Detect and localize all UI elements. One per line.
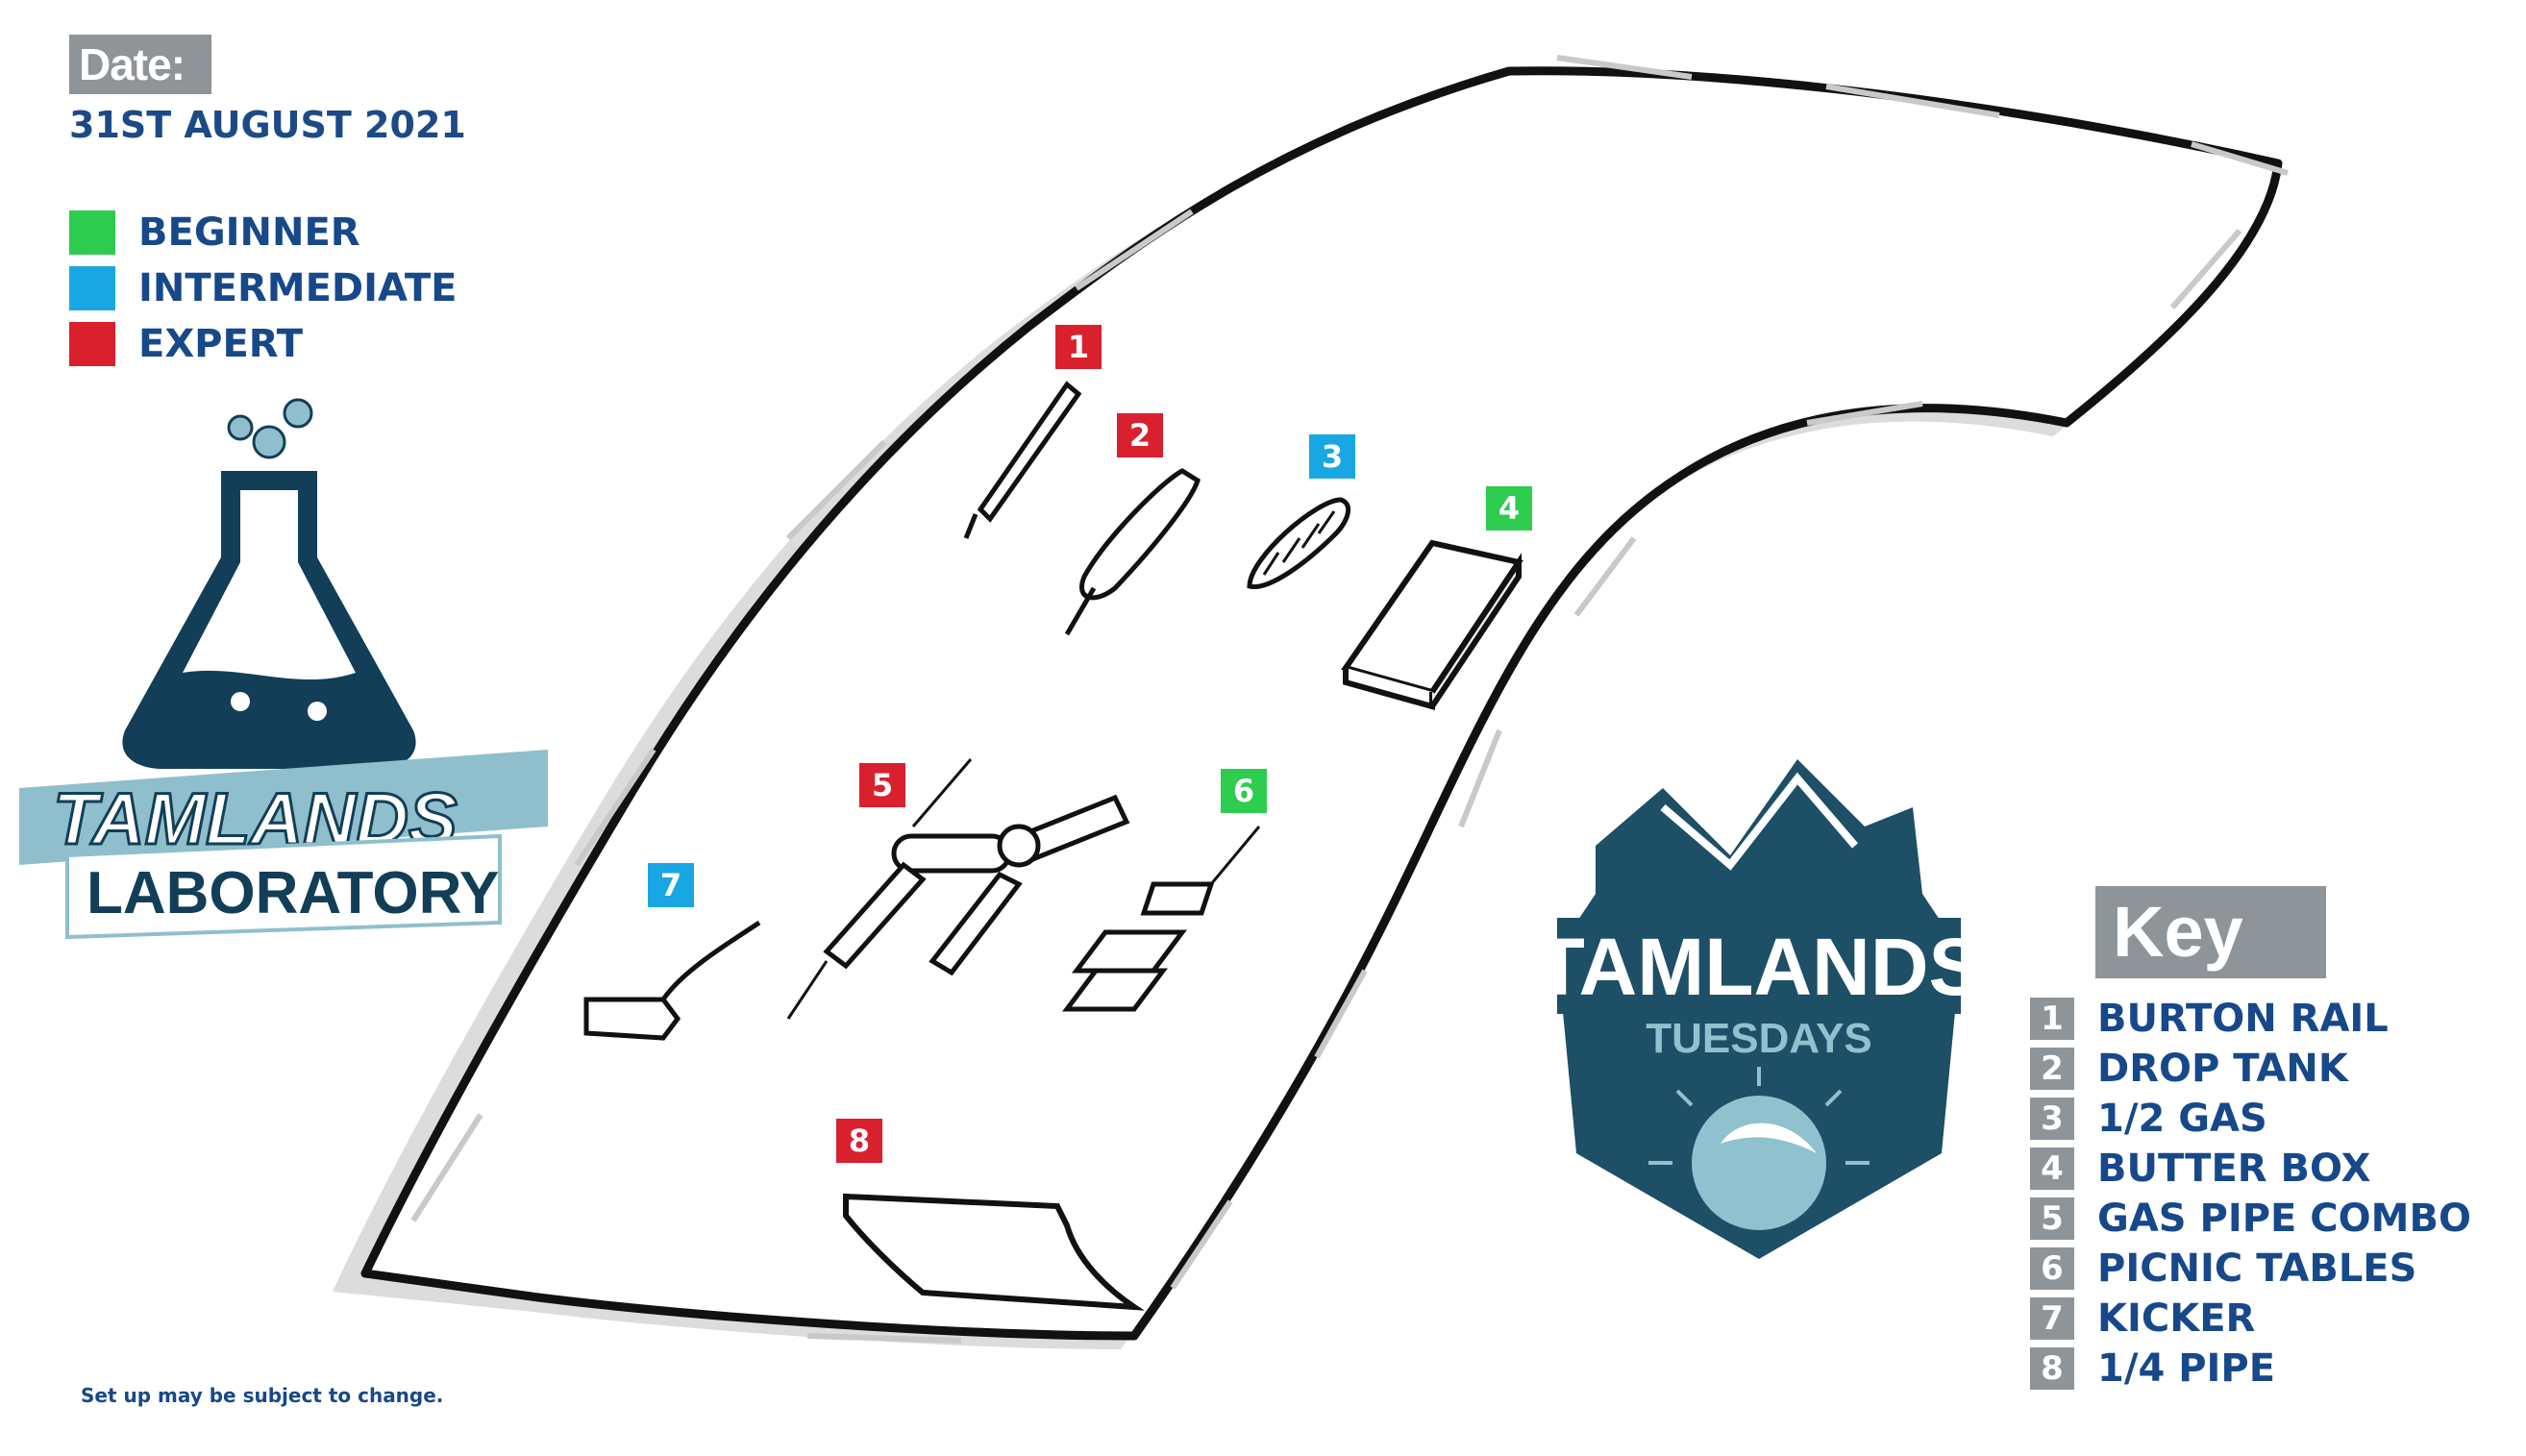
date-label: Date:	[69, 35, 211, 94]
legend-item-expert: EXPERT	[69, 321, 303, 367]
legend-swatch-intermediate	[69, 266, 115, 310]
legend-item-beginner: BEGINNER	[69, 210, 360, 256]
snowball-icon	[1692, 1096, 1826, 1230]
feature-badge-5: 5	[859, 763, 905, 807]
key-item-label: BURTON RAIL	[2097, 997, 2389, 1041]
legend-label: INTERMEDIATE	[138, 266, 458, 310]
key-item-label: PICNIC TABLES	[2097, 1246, 2417, 1291]
key-item: 2 DROP TANK	[2030, 1046, 2348, 1092]
feature-kicker	[583, 920, 761, 1041]
key-item-label: GAS PIPE COMBO	[2097, 1197, 2471, 1241]
key-item-number: 7	[2030, 1297, 2074, 1340]
slope-outline	[360, 66, 2283, 1341]
key-item-label: BUTTER BOX	[2097, 1147, 2371, 1191]
key-item: 3 1/2 GAS	[2030, 1096, 2267, 1142]
snowflake-icon	[227, 398, 313, 459]
key-item-number: 3	[2030, 1098, 2074, 1140]
key-item-label: 1/2 GAS	[2097, 1097, 2267, 1141]
feature-badge-3: 3	[1309, 434, 1355, 479]
legend-item-intermediate: INTERMEDIATE	[69, 265, 457, 311]
footnote: Set up may be subject to change.	[81, 1384, 444, 1407]
feature-butter-box	[1341, 539, 1523, 710]
legend-label: EXPERT	[138, 322, 304, 366]
feature-gas-pipe-combo	[786, 758, 1130, 1020]
key-item: 8 1/4 PIPE	[2030, 1345, 2275, 1392]
key-item: 7 KICKER	[2030, 1296, 2255, 1342]
key-item-label: 1/4 PIPE	[2097, 1346, 2276, 1391]
feature-badge-7: 7	[648, 863, 694, 907]
feature-badge-6: 6	[1221, 769, 1267, 813]
feature-picnic-tables	[1062, 826, 1261, 1012]
tuesdays-logo-title: TAMLANDS	[1538, 922, 1980, 1012]
tamlands-tuesdays-logo: TAMLANDS TUESDAYS	[1538, 759, 1980, 1259]
key-item-number: 1	[2030, 998, 2074, 1040]
key-item: 1 BURTON RAIL	[2030, 996, 2389, 1042]
key-item-number: 6	[2030, 1247, 2074, 1290]
lab-logo-line2: LABORATORY	[87, 860, 499, 926]
date-value: 31ST AUGUST 2021	[69, 104, 466, 146]
feature-burton-rail	[963, 381, 1082, 539]
snowflake-icon	[231, 636, 327, 721]
key-title: Key	[2095, 886, 2326, 978]
key-item: 5 GAS PIPE COMBO	[2030, 1196, 2471, 1242]
sunburst-rays	[1648, 1067, 1870, 1165]
key-item-label: KICKER	[2097, 1296, 2256, 1341]
key-item-number: 8	[2030, 1347, 2074, 1390]
tamlands-laboratory-logo: TAMLANDS LABORATORY	[19, 398, 548, 940]
feature-drop-tank	[1064, 468, 1201, 636]
feature-badge-4: 4	[1486, 486, 1532, 531]
key-item: 4 BUTTER BOX	[2030, 1146, 2370, 1192]
tuesdays-logo-subtitle: TUESDAYS	[1646, 1015, 1872, 1062]
legend-swatch-expert	[69, 322, 115, 366]
legend-swatch-beginner	[69, 210, 115, 255]
feature-half-gas	[1247, 497, 1351, 590]
key-item-number: 5	[2030, 1197, 2074, 1240]
feature-badge-8: 8	[836, 1119, 882, 1163]
feature-quarter-pipe	[843, 1193, 1146, 1311]
key-item-number: 2	[2030, 1048, 2074, 1090]
feature-badge-1: 1	[1055, 325, 1102, 369]
feature-badge-2: 2	[1117, 413, 1163, 457]
key-item-number: 4	[2030, 1148, 2074, 1190]
legend-label: BEGINNER	[138, 210, 360, 255]
key-item: 6 PICNIC TABLES	[2030, 1246, 2416, 1292]
key-item-label: DROP TANK	[2097, 1047, 2348, 1091]
slope-sketch-lines	[410, 55, 2289, 1344]
